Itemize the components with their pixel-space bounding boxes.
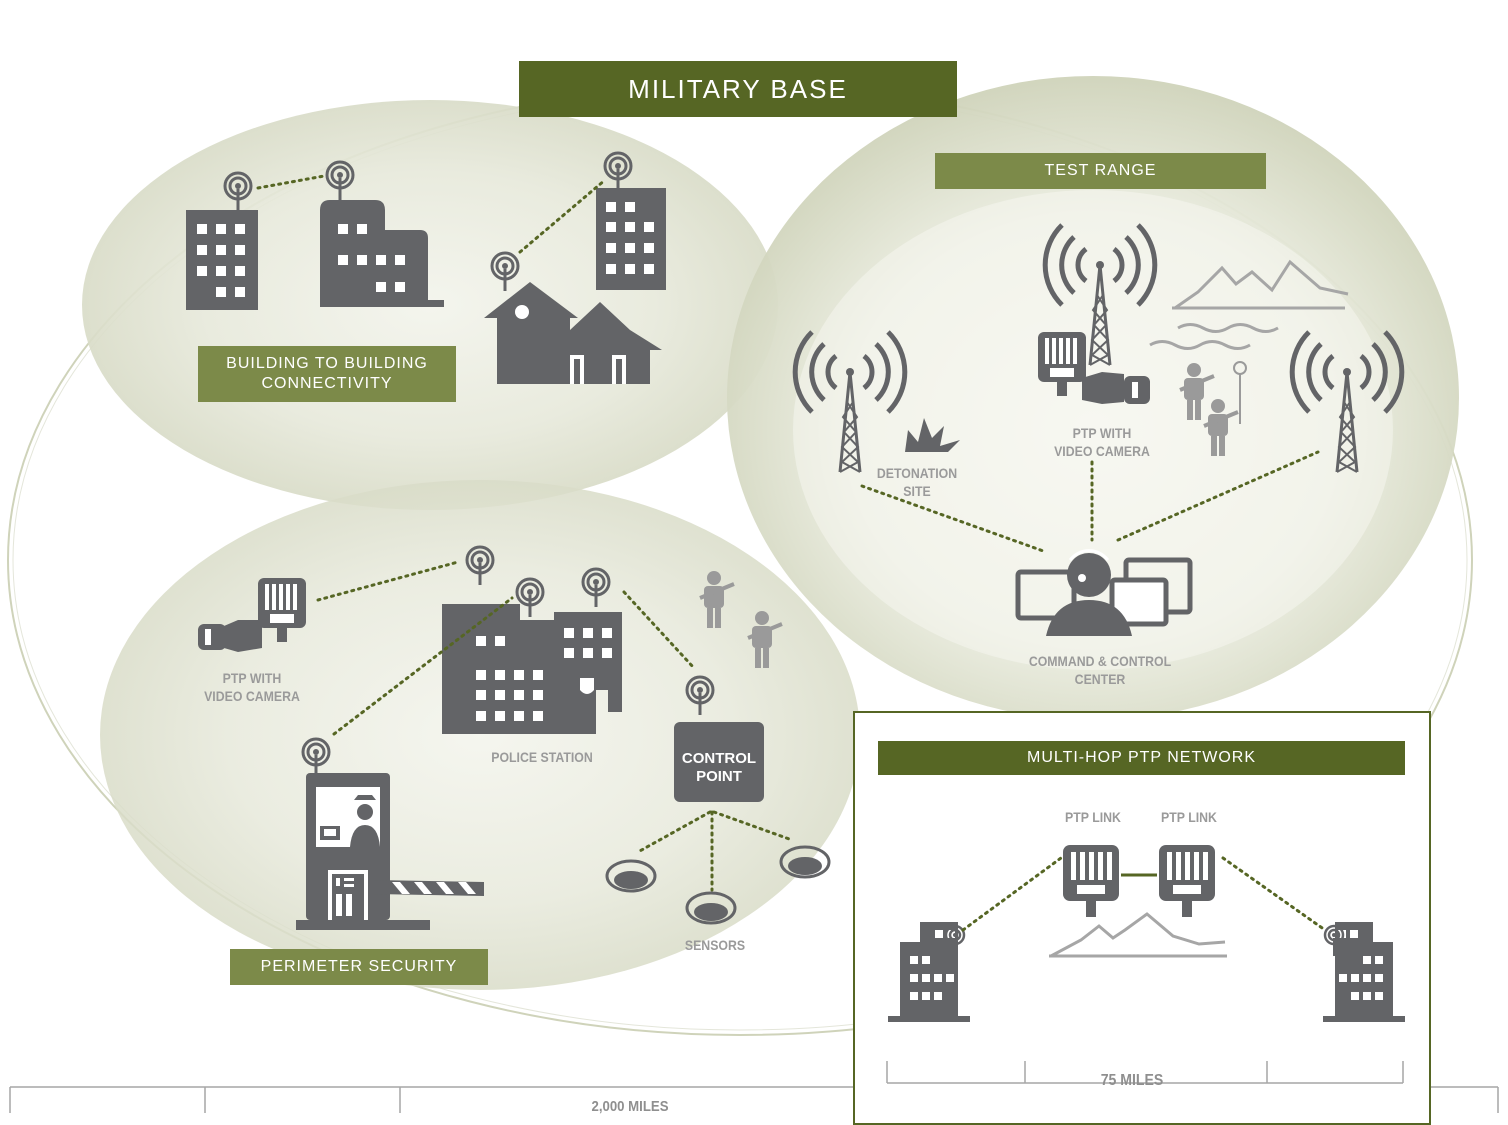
scale-distance-label: 2,000 MILES <box>591 1098 669 1115</box>
explosion-icon <box>905 418 960 452</box>
test-range-label: TEST RANGE <box>935 153 1266 189</box>
detonation-site-line2: SITE <box>903 483 931 499</box>
detonation-site-label: DETONATION SITE <box>869 464 966 500</box>
ptp-radio-icon <box>1159 845 1215 917</box>
perimeter-security-label: PERIMETER SECURITY <box>230 949 488 985</box>
building-connectivity-line2: CONNECTIVITY <box>261 375 393 392</box>
police-station-label: POLICE STATION <box>491 749 593 765</box>
inset-scale-bar <box>886 1061 1404 1084</box>
building-connectivity-line1: BUILDING TO BUILDING <box>226 355 428 372</box>
ptp-video-camera-line2: VIDEO CAMERA <box>204 688 300 704</box>
control-point-line1: CONTROL <box>681 750 757 767</box>
mountains-icon <box>1049 912 1227 958</box>
office-building-icon <box>596 151 666 290</box>
multi-hop-title: MULTI-HOP PTP NETWORK <box>878 741 1405 775</box>
ptp-link-label-right: PTP LINK <box>1161 809 1217 825</box>
control-point-label: CONTROL POINT <box>674 750 764 786</box>
ptp-video-camera-line1: PTP WITH <box>1072 425 1132 441</box>
inset-distance-label: 75 MILES <box>1100 1072 1164 1089</box>
ptp-video-camera-label: PTP WITH VIDEO CAMERA <box>1040 424 1163 460</box>
antenna-icon <box>1233 361 1247 424</box>
ptp-video-camera-label: PTP WITH VIDEO CAMERA <box>190 669 313 705</box>
ptp-radio-icon <box>1063 845 1119 917</box>
ptp-video-camera-icon <box>1038 332 1150 404</box>
ptp-video-camera-icon <box>198 578 306 652</box>
ptp-link-label-left: PTP LINK <box>1065 809 1121 825</box>
page-title: MILITARY BASE <box>519 61 957 117</box>
sensors-label: SENSORS <box>684 937 746 953</box>
house-icon <box>484 251 662 384</box>
ptp-video-camera-line1: PTP WITH <box>222 670 282 686</box>
building-icon <box>888 922 970 1022</box>
control-point-icon <box>674 675 764 802</box>
mountains-icon <box>1149 259 1349 350</box>
building-icon <box>1323 922 1405 1022</box>
office-building-icon <box>186 171 258 310</box>
command-control-line1: COMMAND & CONTROL <box>1028 653 1172 669</box>
guard-booth-icon <box>296 737 484 930</box>
building-connectivity-label: BUILDING TO BUILDING CONNECTIVITY <box>198 346 456 402</box>
detonation-site-line1: DETONATION <box>876 465 958 481</box>
control-point-line2: POINT <box>696 768 742 785</box>
ptp-video-camera-line2: VIDEO CAMERA <box>1054 443 1150 459</box>
office-building-icon <box>320 160 444 307</box>
multi-hop-diagram <box>886 845 1405 1084</box>
command-control-line2: CENTER <box>1074 671 1126 687</box>
command-control-icon <box>1015 549 1193 636</box>
police-station-icon <box>442 545 622 734</box>
command-control-label: COMMAND & CONTROL CENTER <box>1012 652 1188 688</box>
